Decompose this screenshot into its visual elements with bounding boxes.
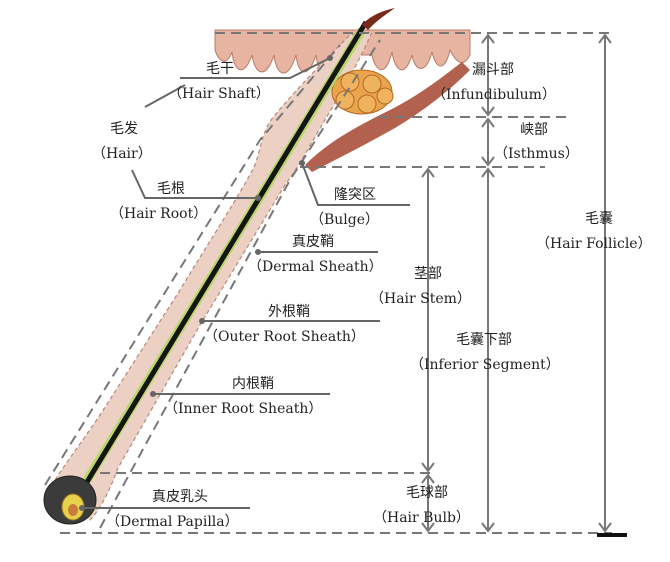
label-outer-root-sheath-en: （Outer Root Sheath）	[204, 329, 365, 345]
label-isthmus-zh: 峡部	[520, 122, 548, 138]
scale-bar	[597, 533, 627, 537]
sebaceous-gland	[331, 69, 394, 115]
label-dermal-papilla-zh: 真皮乳头	[152, 489, 208, 505]
label-hair-shaft-en: （Hair Shaft）	[168, 86, 270, 102]
label-inferior-segment-en: （Inferior Segment）	[410, 357, 560, 373]
label-hair-stem-zh: 茎部	[414, 266, 442, 282]
label-hair-bulb-zh: 毛球部	[406, 485, 448, 501]
label-bulge-en: （Bulge）	[310, 212, 379, 228]
label-infundibulum-zh: 漏斗部	[472, 62, 514, 78]
label-inner-root-sheath-zh: 内根鞘	[232, 376, 274, 392]
label-infundibulum-en: （Infundibulum）	[432, 87, 556, 103]
label-inferior-segment-zh: 毛囊下部	[456, 331, 512, 348]
label-hair-shaft-zh: 毛干	[206, 61, 234, 77]
label-dermal-sheath-zh: 真皮鞘	[292, 234, 334, 250]
label-hair-bulb-en: （Hair Bulb）	[373, 510, 470, 526]
dimension-arrows	[421, 33, 612, 533]
follicle-outline-left	[44, 44, 341, 486]
label-inner-root-sheath-en: （Inner Root Sheath）	[164, 401, 322, 417]
label-bulge-zh: 隆突区	[334, 187, 376, 203]
label-hair-zh: 毛发	[110, 121, 138, 137]
label-hair-follicle-zh: 毛囊	[585, 210, 613, 227]
hair-strand	[67, 20, 369, 512]
hair-bulb	[43, 475, 97, 525]
label-outer-root-sheath-zh: 外根鞘	[268, 304, 310, 320]
label-hair-root-zh: 毛根	[157, 181, 185, 197]
label-isthmus-en: （Isthmus）	[494, 146, 579, 162]
hair-tip	[362, 8, 395, 30]
leader-lines	[79, 55, 410, 511]
label-hair-en: （Hair）	[92, 146, 152, 162]
label-dermal-papilla-en: （Dermal Papilla）	[106, 514, 239, 530]
label-hair-root-en: （Hair Root）	[110, 206, 207, 222]
follicle-outline-right	[99, 39, 381, 529]
label-hair-follicle-en: （Hair Follicle）	[536, 236, 652, 252]
label-dermal-sheath-en: （Dermal Sheath）	[248, 259, 383, 275]
label-hair-stem-en: （Hair Stem）	[370, 291, 471, 307]
